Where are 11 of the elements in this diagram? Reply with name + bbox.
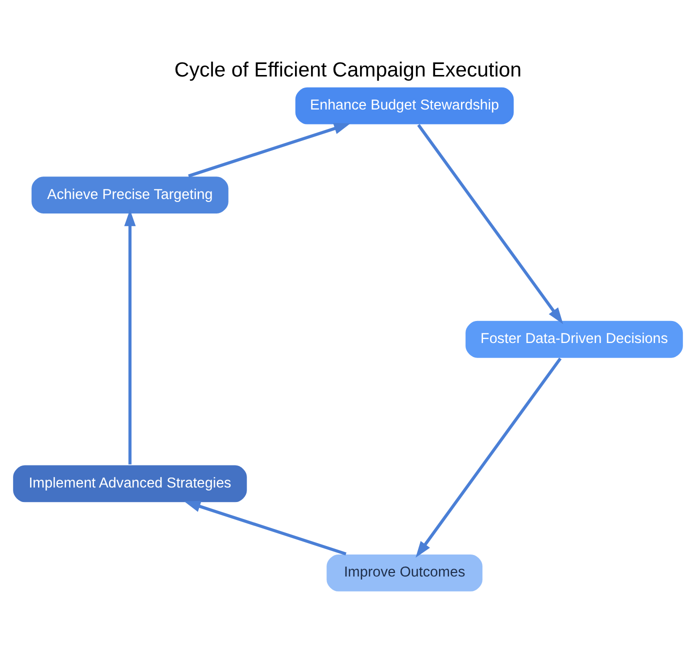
arrow	[184, 500, 346, 556]
node-box: Enhance Budget Stewardship	[294, 86, 515, 126]
node-box: Improve Outcomes	[326, 553, 484, 592]
arrow	[416, 358, 562, 558]
node-box: Implement Advanced Strategies	[12, 464, 248, 504]
node-box: Achieve Precise Targeting	[30, 176, 230, 214]
diagram-title: Cycle of Efficient Campaign Execution	[174, 58, 522, 82]
node-box: Foster Data-Driven Decisions	[464, 320, 684, 359]
arrow	[124, 210, 136, 464]
arrow	[417, 124, 564, 324]
arrow	[188, 122, 350, 178]
